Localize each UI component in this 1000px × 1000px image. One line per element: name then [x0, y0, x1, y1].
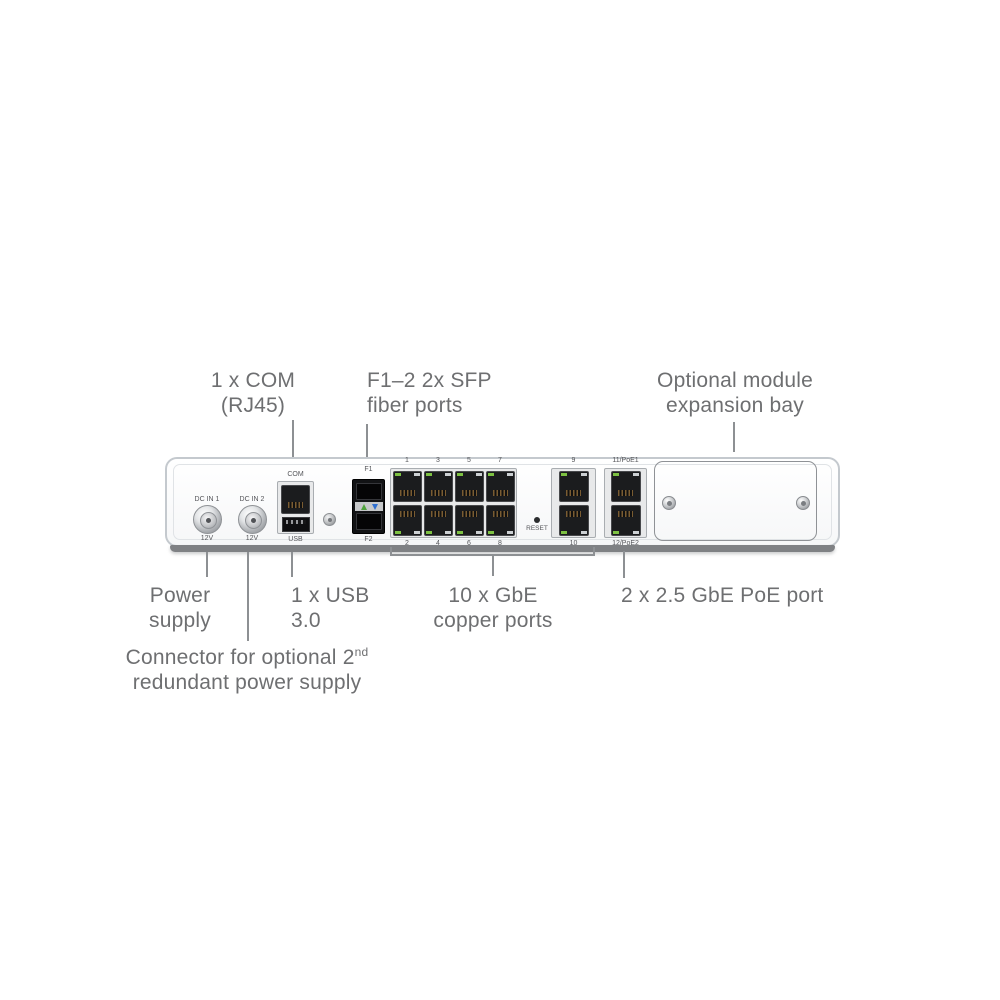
- port-3-label: 3: [436, 457, 440, 464]
- leader-line-poe: [623, 551, 625, 578]
- callout-sfp-line2: fiber ports: [367, 394, 463, 417]
- bracket-left-arm: [390, 547, 392, 556]
- com-port-label: COM: [287, 471, 304, 478]
- leader-line-power: [206, 552, 208, 577]
- rj45-port-1: [393, 471, 422, 502]
- rj45-port-7: [486, 471, 515, 502]
- callout-redundant-line2: redundant power supply: [132, 671, 362, 694]
- sfp-up-arrow-icon: [360, 503, 367, 510]
- leader-line-redundant: [247, 552, 249, 641]
- bracket-bar: [390, 554, 595, 556]
- port-1-label: 1: [405, 457, 409, 464]
- callout-redundant-psu: Connector for optional 2nd redundant pow…: [107, 645, 387, 695]
- callout-expansion-line1: Optional module: [657, 369, 813, 392]
- callout-usb: 1 x USB 3.0: [291, 583, 369, 633]
- rj45-port-2: [393, 505, 422, 536]
- callout-poe-line1: 2 x 2.5 GbE PoE port: [621, 584, 824, 607]
- callout-usb-line1: 1 x USB: [291, 584, 370, 607]
- port-11-poe1-label: 11/PoE1: [612, 457, 639, 464]
- rj45-port-9: [559, 471, 589, 502]
- sfp-cage: [352, 479, 385, 534]
- port-4-label: 4: [436, 540, 440, 547]
- com-rj45-port: [281, 485, 310, 514]
- port-12-poe2-label: 12/PoE2: [612, 540, 639, 547]
- port-9-label: 9: [571, 457, 576, 464]
- port-6-label: 6: [467, 540, 471, 547]
- com-usb-module: [277, 481, 314, 534]
- port-9-10-block: [551, 468, 596, 538]
- port-10-label: 10: [569, 540, 578, 547]
- bracket-right-arm: [593, 547, 595, 556]
- reset-label: RESET: [526, 525, 548, 532]
- callout-copper-line1: 10 x GbE: [448, 584, 538, 607]
- port-5-label: 5: [467, 457, 471, 464]
- callout-poe-ports: 2 x 2.5 GbE PoE port: [621, 583, 823, 608]
- dc-in-1-voltage-label: 12V: [200, 535, 214, 542]
- rj45-port-12-poe2: [611, 505, 641, 536]
- sfp-slot-f1: [356, 483, 382, 500]
- sfp-f1-label: F1: [364, 466, 373, 473]
- usb-port: [282, 517, 310, 532]
- sfp-f2-label: F2: [364, 536, 373, 543]
- sfp-down-arrow-icon: [371, 503, 378, 510]
- chassis-faceplate-outline: [173, 464, 832, 540]
- callout-redundant-line1: Connector for optional 2nd: [125, 645, 369, 669]
- callout-copper-ports: 10 x GbE copper ports: [398, 583, 588, 633]
- poe-port-block: [604, 468, 647, 538]
- dc-in-2-connector: [238, 505, 267, 534]
- rj45-port-6: [455, 505, 484, 536]
- dc-in-1-label: DC IN 1: [194, 496, 220, 503]
- ground-screw-icon: [323, 513, 336, 526]
- sfp-indicator-strip: [355, 502, 383, 511]
- callout-power-supply: Power supply: [130, 583, 230, 633]
- dc-in-2-voltage-label: 12V: [245, 535, 259, 542]
- bay-screw-left-icon: [662, 496, 676, 510]
- leader-line-com: [292, 420, 294, 465]
- callout-com-line2: (RJ45): [220, 394, 286, 417]
- port-2-label: 2: [405, 540, 409, 547]
- callout-sfp-line1: F1–2 2x SFP: [367, 369, 492, 392]
- leader-line-usb: [291, 552, 293, 577]
- chassis-base-shadow: [170, 545, 835, 552]
- port-8-label: 8: [498, 540, 502, 547]
- callout-power-line2: supply: [149, 609, 211, 632]
- rj45-port-8: [486, 505, 515, 536]
- leader-line-sfp: [366, 424, 368, 462]
- callout-com-line1: 1 x COM: [210, 369, 296, 392]
- bay-screw-right-icon: [796, 496, 810, 510]
- ordinal-suffix: nd: [354, 645, 369, 659]
- callout-usb-line2: 3.0: [291, 609, 321, 632]
- sfp-slot-f2: [356, 513, 382, 530]
- callout-com-port: 1 x COM (RJ45): [173, 368, 333, 418]
- reset-pinhole: [534, 517, 540, 523]
- callout-expansion-bay: Optional module expansion bay: [635, 368, 835, 418]
- rj45-port-5: [455, 471, 484, 502]
- leader-line-expansion: [733, 422, 735, 452]
- port-7-label: 7: [498, 457, 502, 464]
- rj45-port-11-poe1: [611, 471, 641, 502]
- copper-port-block: [390, 468, 517, 538]
- callout-sfp-ports: F1–2 2x SFP fiber ports: [367, 368, 492, 418]
- callout-copper-line2: copper ports: [433, 609, 553, 632]
- callout-power-line1: Power: [149, 584, 211, 607]
- rj45-port-4: [424, 505, 453, 536]
- dc-in-1-connector: [193, 505, 222, 534]
- usb-port-label: USB: [288, 536, 303, 543]
- rj45-port-3: [424, 471, 453, 502]
- dc-in-2-label: DC IN 2: [239, 496, 265, 503]
- expansion-bay: [654, 461, 817, 541]
- bracket-stem: [492, 556, 494, 576]
- rj45-port-10: [559, 505, 589, 536]
- callout-expansion-line2: expansion bay: [665, 394, 805, 417]
